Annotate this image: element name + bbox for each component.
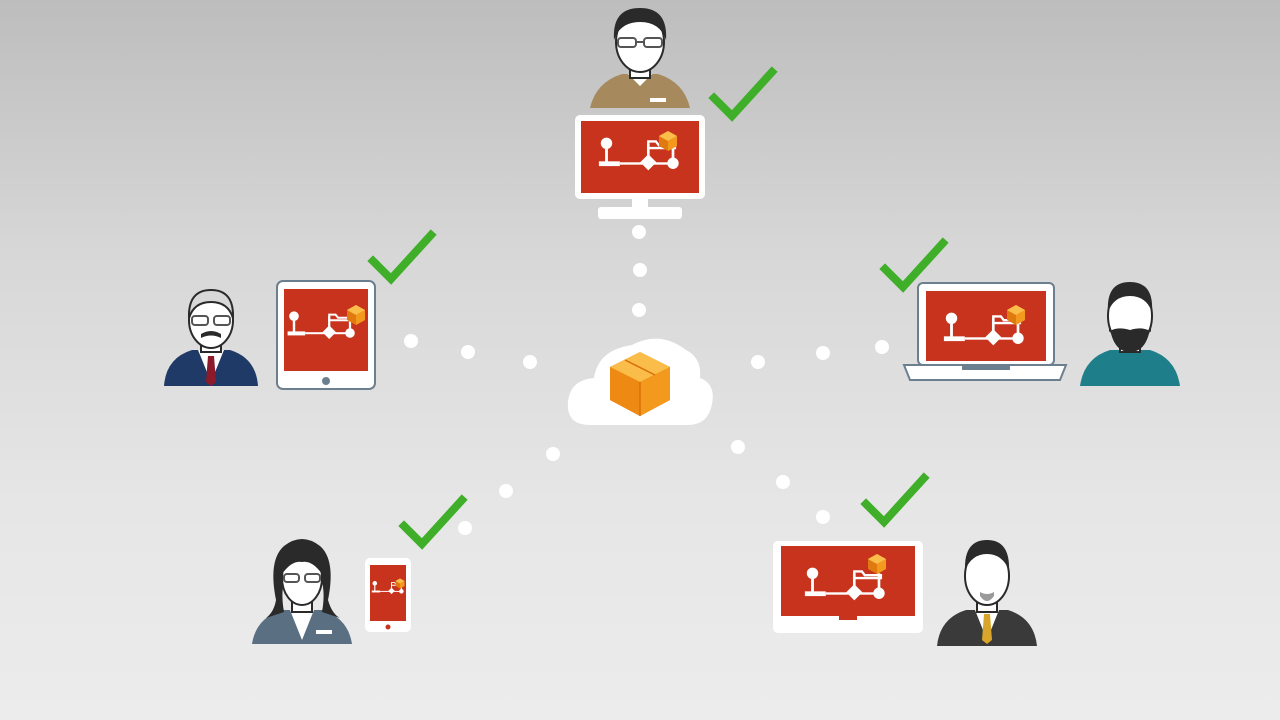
node-bottom-left (252, 500, 462, 644)
person-man-glasses-mustache-suit (164, 288, 258, 386)
check-icon (714, 72, 772, 116)
laptop-device (902, 282, 1068, 381)
smartphone-device (365, 558, 411, 632)
check-icon (885, 243, 943, 287)
check-icon (866, 478, 924, 522)
person-man-goatee-suit (937, 540, 1037, 646)
tablet-device (276, 280, 376, 390)
person-man-glasses-tan-shirt (590, 8, 690, 108)
cube-icon (610, 352, 670, 416)
node-top (575, 8, 772, 219)
node-left (164, 235, 431, 390)
check-icon (404, 500, 462, 544)
node-right (885, 243, 1180, 386)
desktop-monitor-device (575, 115, 705, 219)
check-icon (373, 235, 431, 279)
widescreen-display-device (773, 541, 923, 633)
person-woman-glasses-jacket (252, 539, 352, 644)
node-bottom-right (773, 478, 1037, 646)
person-man-beard-teal-shirt (1080, 282, 1180, 386)
connector-dots (404, 225, 889, 535)
